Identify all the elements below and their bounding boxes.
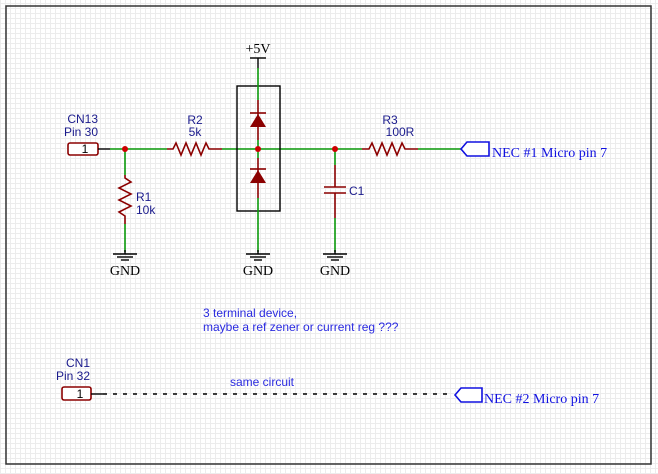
junction-dot (332, 146, 338, 152)
r3-symbol (362, 140, 418, 158)
port-icon (459, 141, 490, 157)
note-device-line2: maybe a ref zener or current reg ??? (203, 320, 399, 334)
cn1-ref: CN1 (66, 356, 90, 370)
ground-3: GND (320, 250, 350, 279)
port-icon (453, 387, 483, 403)
r2-symbol (167, 140, 222, 158)
sheet-frame (5, 5, 652, 465)
r2-value: 5k (189, 125, 203, 139)
ground-label: GND (110, 264, 140, 279)
cn1-pin-label: Pin 32 (56, 369, 90, 383)
port-nec1[interactable]: NEC #1 Micro pin 7 (459, 141, 607, 161)
port-label: NEC #1 Micro pin 7 (492, 146, 607, 161)
r2-ref: R2 (187, 113, 203, 127)
diode-upper-icon (250, 114, 266, 127)
r1-symbol (117, 175, 133, 224)
r1-value: 10k (136, 203, 156, 217)
note-same-circuit: same circuit (230, 375, 295, 389)
capacitor-c1[interactable]: C1 (324, 165, 365, 218)
r3-value: 100R (386, 125, 415, 139)
cn13-pin-number: 1 (82, 142, 89, 156)
cn13-pin-label: Pin 30 (64, 125, 98, 139)
power-label: +5V (245, 42, 270, 57)
resistor-r3[interactable]: R3 100R (362, 113, 418, 158)
cn13-ref: CN13 (67, 112, 98, 126)
junction-dot (255, 146, 261, 152)
note-device-line1: 3 terminal device, (203, 306, 297, 320)
resistor-r2[interactable]: R2 5k (167, 113, 222, 158)
connector-cn1[interactable]: CN1 Pin 32 1 (56, 356, 92, 401)
ground-label: GND (243, 264, 273, 279)
junction-dot (122, 146, 128, 152)
port-label: NEC #2 Micro pin 7 (484, 392, 599, 407)
cn1-pin-number: 1 (77, 387, 84, 401)
ground-label: GND (320, 264, 350, 279)
diode-lower-icon (250, 170, 266, 183)
resistor-r1[interactable]: R1 10k (117, 175, 156, 224)
r1-ref: R1 (136, 190, 152, 204)
r3-ref: R3 (382, 113, 398, 127)
ground-2: GND (243, 250, 273, 279)
c1-ref: C1 (349, 184, 365, 198)
ground-1: GND (110, 250, 140, 279)
port-nec2[interactable]: NEC #2 Micro pin 7 (453, 387, 599, 407)
connector-cn13[interactable]: CN13 Pin 30 1 (64, 112, 99, 156)
